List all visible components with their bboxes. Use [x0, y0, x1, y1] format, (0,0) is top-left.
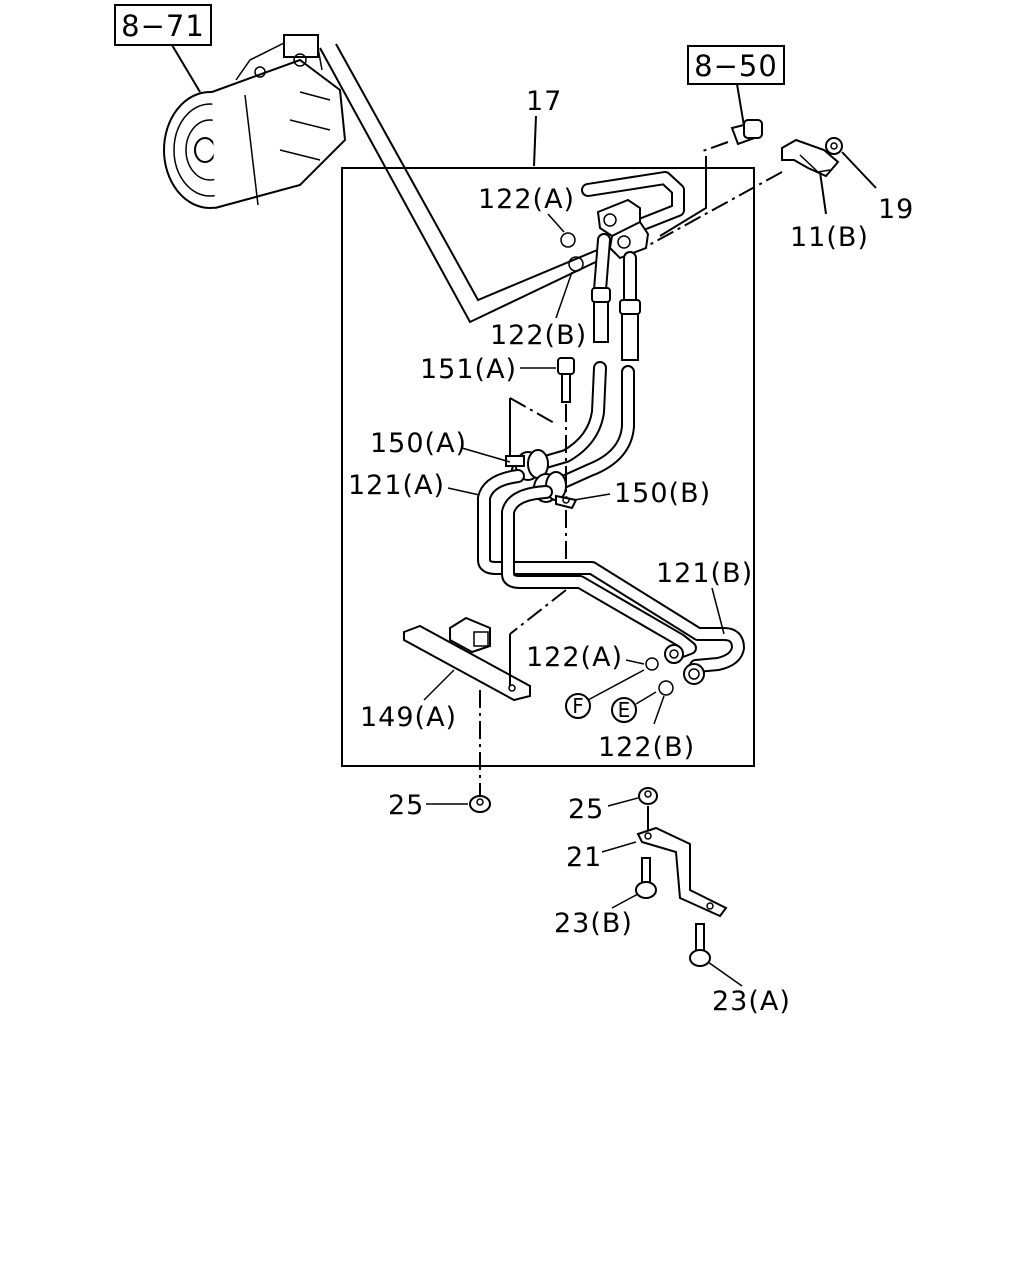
bracket-21: [636, 826, 728, 918]
bolt-8-50: [730, 119, 763, 146]
nut-25-right: [638, 787, 658, 805]
label-25-right: 25: [568, 794, 604, 825]
o-ring-122a-top: [560, 232, 576, 248]
label-121a: 121(A): [348, 470, 445, 501]
bracket-11b: [781, 138, 840, 178]
ref-text-8-71: 8−71: [121, 9, 205, 43]
label-17: 17: [526, 86, 562, 117]
o-ring-122b-bottom: [658, 680, 674, 696]
pipe-end-nuts: [664, 644, 705, 685]
label-122a-bottom: 122(A): [526, 642, 623, 673]
assembly-frame: [341, 167, 755, 767]
o-ring-122b-top: [568, 256, 584, 272]
o-ring-122a-bottom: [645, 657, 659, 671]
hose-collars-top: [591, 287, 641, 361]
label-121b: 121(B): [656, 558, 753, 589]
compressor: [163, 34, 347, 209]
nut-25-left: [469, 795, 491, 813]
label-23a: 23(A): [712, 986, 791, 1017]
bolt-23b: [635, 857, 657, 899]
nut-19: [825, 137, 843, 155]
bracket-149a: [403, 616, 531, 702]
label-149a: 149(A): [360, 702, 457, 733]
label-150b: 150(B): [614, 478, 711, 509]
label-23b: 23(B): [554, 908, 633, 939]
label-21: 21: [566, 842, 602, 873]
label-151a: 151(A): [420, 354, 517, 385]
ref-text-8-50: 8−50: [694, 49, 778, 83]
bolt-23a: [689, 923, 711, 967]
upper-fitting: [596, 198, 650, 260]
callout-f[interactable]: F: [565, 693, 591, 719]
label-25-left: 25: [388, 790, 424, 821]
label-11b: 11(B): [790, 222, 869, 253]
label-19: 19: [878, 194, 914, 225]
label-122b-bottom: 122(B): [598, 732, 695, 763]
ref-box-8-71[interactable]: 8−71: [114, 4, 212, 46]
label-150a: 150(A): [370, 428, 467, 459]
callout-e-text: E: [618, 698, 631, 722]
label-122b-top: 122(B): [490, 320, 587, 351]
callout-e[interactable]: E: [611, 697, 637, 723]
bolt-151a: [557, 357, 575, 403]
ref-box-8-50[interactable]: 8−50: [687, 45, 785, 85]
label-122a-top: 122(A): [478, 184, 575, 215]
callout-f-text: F: [572, 694, 584, 718]
